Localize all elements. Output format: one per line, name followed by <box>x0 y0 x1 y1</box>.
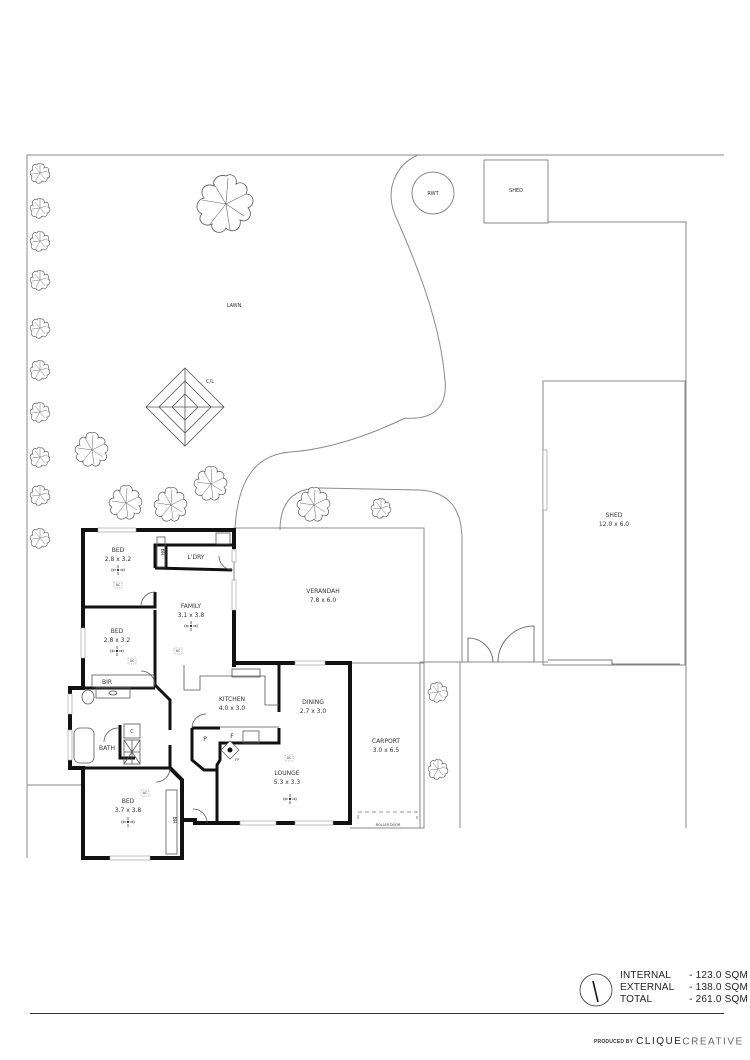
fireplace: FP <box>220 740 240 762</box>
svg-text:BED: BED <box>111 628 124 635</box>
room-family: FAMILY 3.1 x 3.8 <box>173 603 205 655</box>
carport-outline: ROLLER DOOR <box>350 662 425 829</box>
svg-text:FP: FP <box>235 758 239 762</box>
small-shed: SHED <box>483 159 549 224</box>
area-row-total: TOTAL- 261.0 SQM <box>620 994 748 1005</box>
svg-text:LOUNGE: LOUNGE <box>274 770 299 777</box>
room-carport: CARPORT 3.0 x 6.5 <box>372 738 401 754</box>
svg-text:2.7 x 3.0: 2.7 x 3.0 <box>300 708 327 715</box>
lawn-label: LAWN <box>227 303 242 309</box>
svg-text:BED: BED <box>122 798 135 805</box>
svg-text:5.3 x 3.3: 5.3 x 3.3 <box>274 779 301 786</box>
property-boundary <box>26 154 724 858</box>
svg-text:VERANDAH: VERANDAH <box>306 588 340 595</box>
bir-label: BIR <box>102 679 112 686</box>
svg-text:3.7 x 3.8: 3.7 x 3.8 <box>115 807 142 814</box>
north-compass-icon <box>579 973 613 1007</box>
fixture-labels: BIR BR BR P F C <box>102 549 234 824</box>
svg-text:4.0 x 3.0: 4.0 x 3.0 <box>219 705 246 712</box>
area-row-external: EXTERNAL- 138.0 SQM <box>620 982 748 993</box>
room-laundry: L'DRY <box>187 554 204 561</box>
cupboard-label: C <box>130 729 134 735</box>
svg-text:RWT: RWT <box>427 191 439 197</box>
svg-text:CARPORT: CARPORT <box>372 738 401 745</box>
area-row-internal: INTERNAL- 123.0 SQM <box>620 970 748 981</box>
svg-text:12.0 x 6.0: 12.0 x 6.0 <box>599 521 629 528</box>
rainwater-tank: RWT <box>411 171 455 215</box>
footer-divider <box>30 1013 724 1014</box>
house-walls <box>68 528 352 860</box>
svg-text:C/L: C/L <box>206 379 214 385</box>
svg-text:L'DRY: L'DRY <box>187 554 204 561</box>
room-dining: DINING 2.7 x 3.0 <box>300 699 327 715</box>
svg-text:3.1 x 3.8: 3.1 x 3.8 <box>178 612 205 619</box>
clothesline: C/L <box>145 367 225 447</box>
svg-text:SHED: SHED <box>606 512 623 519</box>
svg-text:2.8 x 3.2: 2.8 x 3.2 <box>104 637 131 644</box>
kitchen-benches <box>183 665 279 744</box>
driveway-path <box>234 154 463 662</box>
room-bed3: BED 3.7 x 3.8 <box>115 789 150 828</box>
svg-text:ROLLER DOOR: ROLLER DOOR <box>376 823 401 827</box>
room-bed1: BED 2.8 x 3.2 <box>105 547 132 589</box>
fridge-label: F <box>230 733 234 740</box>
brand-name-bold: CLIQUE <box>636 1036 683 1048</box>
svg-text:FAMILY: FAMILY <box>181 603 201 610</box>
area-summary: INTERNAL- 123.0 SQM EXTERNAL- 138.0 SQM … <box>576 970 748 1010</box>
big-shed: SHED 12.0 x 6.0 <box>542 380 686 666</box>
room-bath: BATH <box>99 745 115 752</box>
room-verandah: VERANDAH 7.8 x 6.0 <box>306 588 340 604</box>
svg-text:BATH: BATH <box>99 745 115 752</box>
produced-by-label: PRODUCED BY <box>594 1038 634 1045</box>
svg-text:7.8 x 6.0: 7.8 x 6.0 <box>310 597 337 604</box>
br-label-top: BR <box>159 549 165 556</box>
svg-text:2.8 x 3.2: 2.8 x 3.2 <box>105 556 132 563</box>
svg-text:SHED: SHED <box>509 188 523 194</box>
bathroom-fixtures <box>73 532 231 855</box>
room-lounge: LOUNGE 5.3 x 3.3 <box>274 754 301 805</box>
room-kitchen: KITCHEN 4.0 x 3.0 <box>219 696 246 712</box>
svg-text:KITCHEN: KITCHEN <box>219 696 245 703</box>
room-bed2: BED 2.8 x 3.2 <box>104 628 137 665</box>
gate-double-doors <box>467 625 535 663</box>
br-label-bed3: BR <box>171 817 177 824</box>
svg-text:DINING: DINING <box>302 699 324 706</box>
windows <box>67 527 334 861</box>
svg-text:3.0 x 6.5: 3.0 x 6.5 <box>373 747 400 754</box>
brand-name-light: CREATIVE <box>682 1036 744 1048</box>
verandah-outline <box>233 527 425 664</box>
pantry-label: P <box>203 736 207 743</box>
svg-text:BED: BED <box>112 547 125 554</box>
